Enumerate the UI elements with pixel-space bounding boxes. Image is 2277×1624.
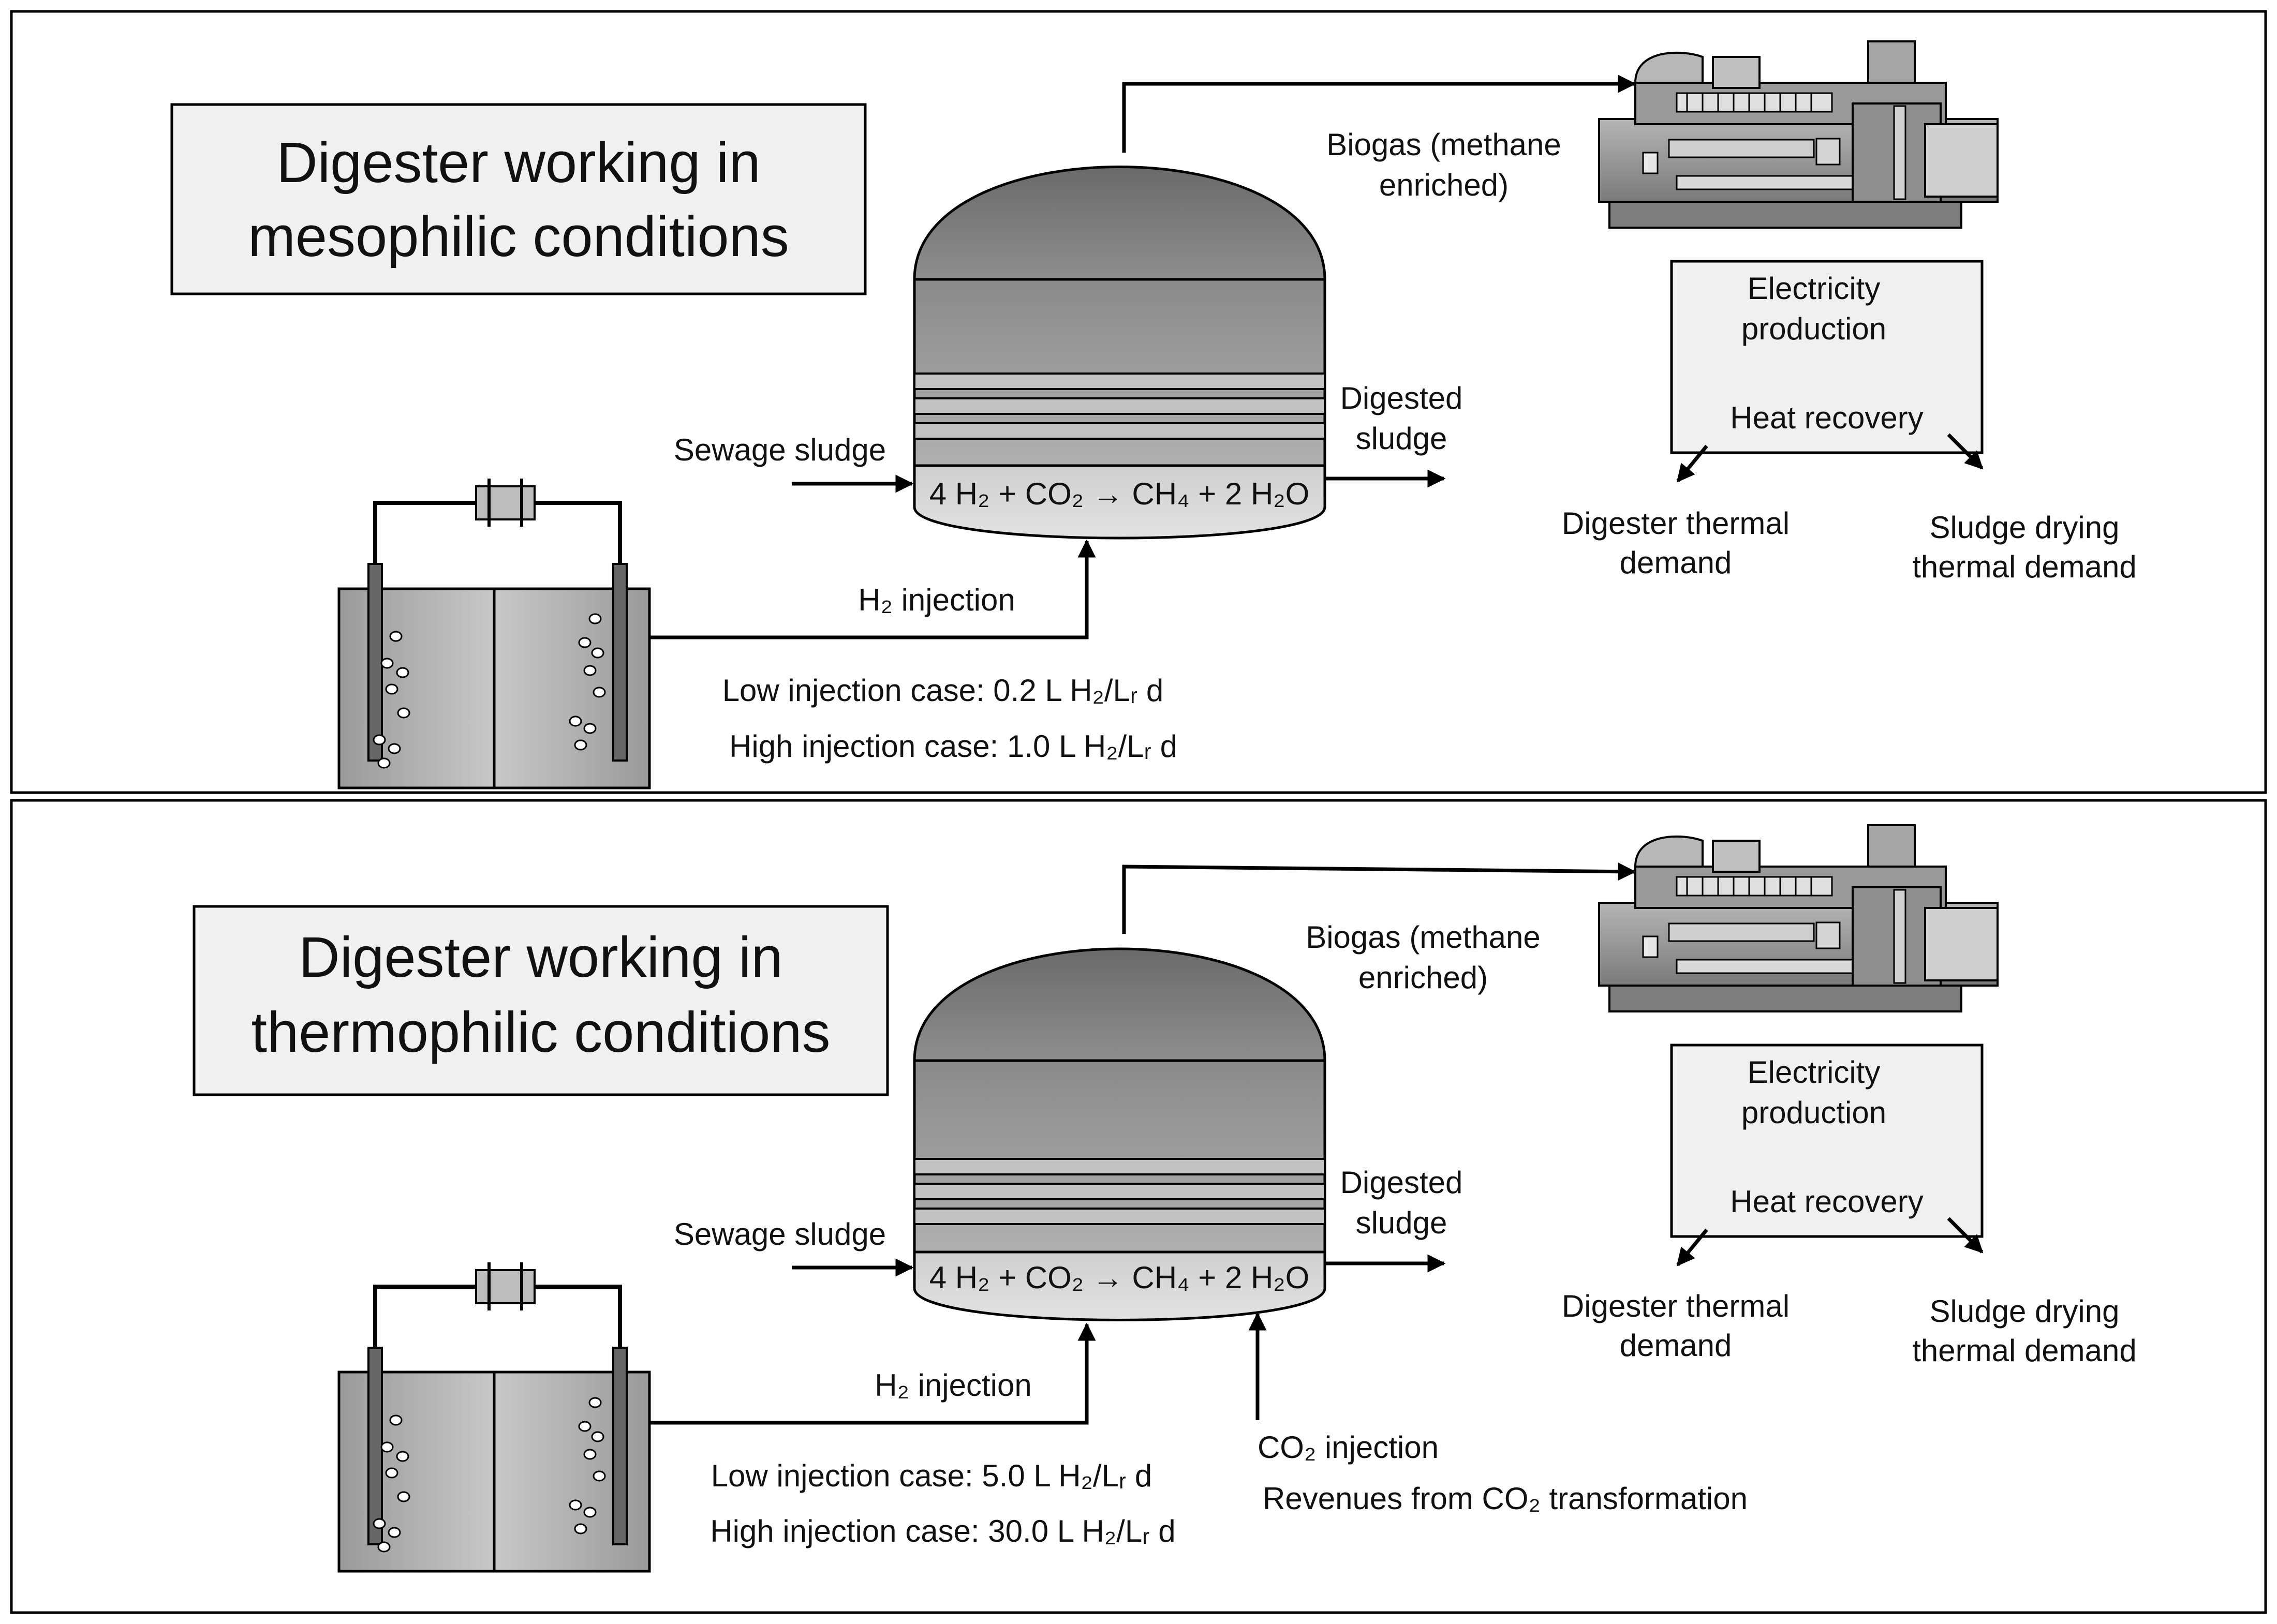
h2-injection-pipe — [649, 539, 1096, 639]
electricity-label-1: Electricity — [1748, 1055, 1881, 1090]
biogas-label-2: enriched) — [1379, 168, 1509, 202]
digester-layer — [913, 1183, 1326, 1200]
heat-arrow-drying — [1947, 1217, 1984, 1254]
heat-arrow-digester — [1676, 444, 1708, 483]
biogas-label-2: enriched) — [1358, 960, 1488, 995]
panel-thermophilic: Digester working in thermophilic conditi… — [10, 799, 2267, 1614]
digester-layer — [913, 422, 1326, 440]
chp-engine-icon — [1598, 40, 1999, 229]
co2-injection-label: CO₂ injection — [1258, 1430, 1439, 1465]
drying-demand-label-2: thermal demand — [1912, 549, 2137, 584]
heat-arrow-drying — [1947, 433, 1984, 470]
panel-frame — [10, 799, 2267, 1614]
low-injection-case: Low injection case: 0.2 L H₂/Lᵣ d — [722, 673, 1164, 708]
digested-sludge-label-1: Digested — [1340, 381, 1463, 415]
heat-recovery-label: Heat recovery — [1730, 400, 1923, 435]
digester-demand-label-2: demand — [1620, 545, 1732, 580]
co2-revenues-label: Revenues from CO₂ transformation — [1263, 1481, 1748, 1516]
drying-demand-label-1: Sludge drying — [1930, 510, 2120, 545]
title-line-2: thermophilic conditions — [252, 1001, 831, 1064]
title-line-1: Digester working in — [276, 131, 760, 195]
reaction-equation: 4 H₂ + CO₂ → CH₄ + 2 H₂O — [929, 476, 1310, 511]
title-box — [193, 905, 889, 1096]
digester-vessel — [913, 166, 1326, 540]
panel-mesophilic: Digester working in mesophilic condition… — [10, 10, 2267, 794]
title-line-2: mesophilic conditions — [248, 205, 789, 269]
electricity-label-2: production — [1741, 311, 1886, 346]
high-injection-case: High injection case: 1.0 L H₂/Lᵣ d — [729, 729, 1177, 764]
heat-arrow-digester — [1676, 1228, 1708, 1267]
title-box — [170, 103, 867, 295]
chp-engine-icon — [1598, 824, 1999, 1012]
panel-frame — [10, 10, 2267, 794]
electrolysis-cell-icon — [337, 1262, 651, 1573]
electricity-label-1: Electricity — [1748, 271, 1881, 306]
digester-bottom — [913, 1250, 1326, 1321]
h2-injection-label: H₂ injection — [875, 1368, 1031, 1403]
digester-dome — [913, 947, 1326, 1062]
reaction-equation: 4 H₂ + CO₂ → CH₄ + 2 H₂O — [929, 1260, 1310, 1295]
electricity-label-2: production — [1741, 1095, 1886, 1130]
sewage-sludge-label: Sewage sludge — [674, 433, 886, 467]
digester-demand-label-1: Digester thermal — [1562, 1289, 1790, 1323]
low-injection-case: Low injection case: 5.0 L H₂/Lᵣ d — [711, 1458, 1152, 1493]
h2-injection-pipe — [649, 1322, 1096, 1425]
digester-vessel — [913, 947, 1326, 1321]
digester-demand-label-2: demand — [1620, 1328, 1732, 1363]
digested-sludge-label-1: Digested — [1340, 1165, 1463, 1200]
biogas-label-1: Biogas (methane — [1326, 127, 1561, 162]
digester-layer — [913, 1208, 1326, 1225]
digester-layer — [913, 1158, 1326, 1175]
high-injection-case: High injection case: 30.0 L H₂/Lᵣ d — [710, 1514, 1175, 1548]
digester-layer — [913, 373, 1326, 390]
title-line-1: Digester working in — [299, 926, 782, 989]
biogas-pipe — [1122, 75, 1636, 153]
digested-sludge-label-2: sludge — [1356, 421, 1447, 456]
digester-bottom — [913, 464, 1326, 540]
heat-recovery-label: Heat recovery — [1730, 1184, 1923, 1219]
electricity-box — [1670, 1044, 1984, 1238]
digester-demand-label-1: Digester thermal — [1562, 506, 1790, 541]
drying-demand-label-2: thermal demand — [1912, 1333, 2137, 1368]
biogas-pipe — [1122, 862, 1636, 934]
biogas-label-1: Biogas (methane — [1306, 920, 1541, 955]
digester-layer — [913, 397, 1326, 415]
digested-sludge-label-2: sludge — [1356, 1205, 1447, 1240]
digester-dome — [913, 166, 1326, 281]
electrolysis-cell-icon — [337, 479, 651, 789]
sewage-sludge-label: Sewage sludge — [674, 1217, 886, 1251]
electricity-box — [1670, 260, 1984, 454]
drying-demand-label-1: Sludge drying — [1930, 1294, 2120, 1329]
h2-injection-label: H₂ injection — [858, 583, 1015, 617]
